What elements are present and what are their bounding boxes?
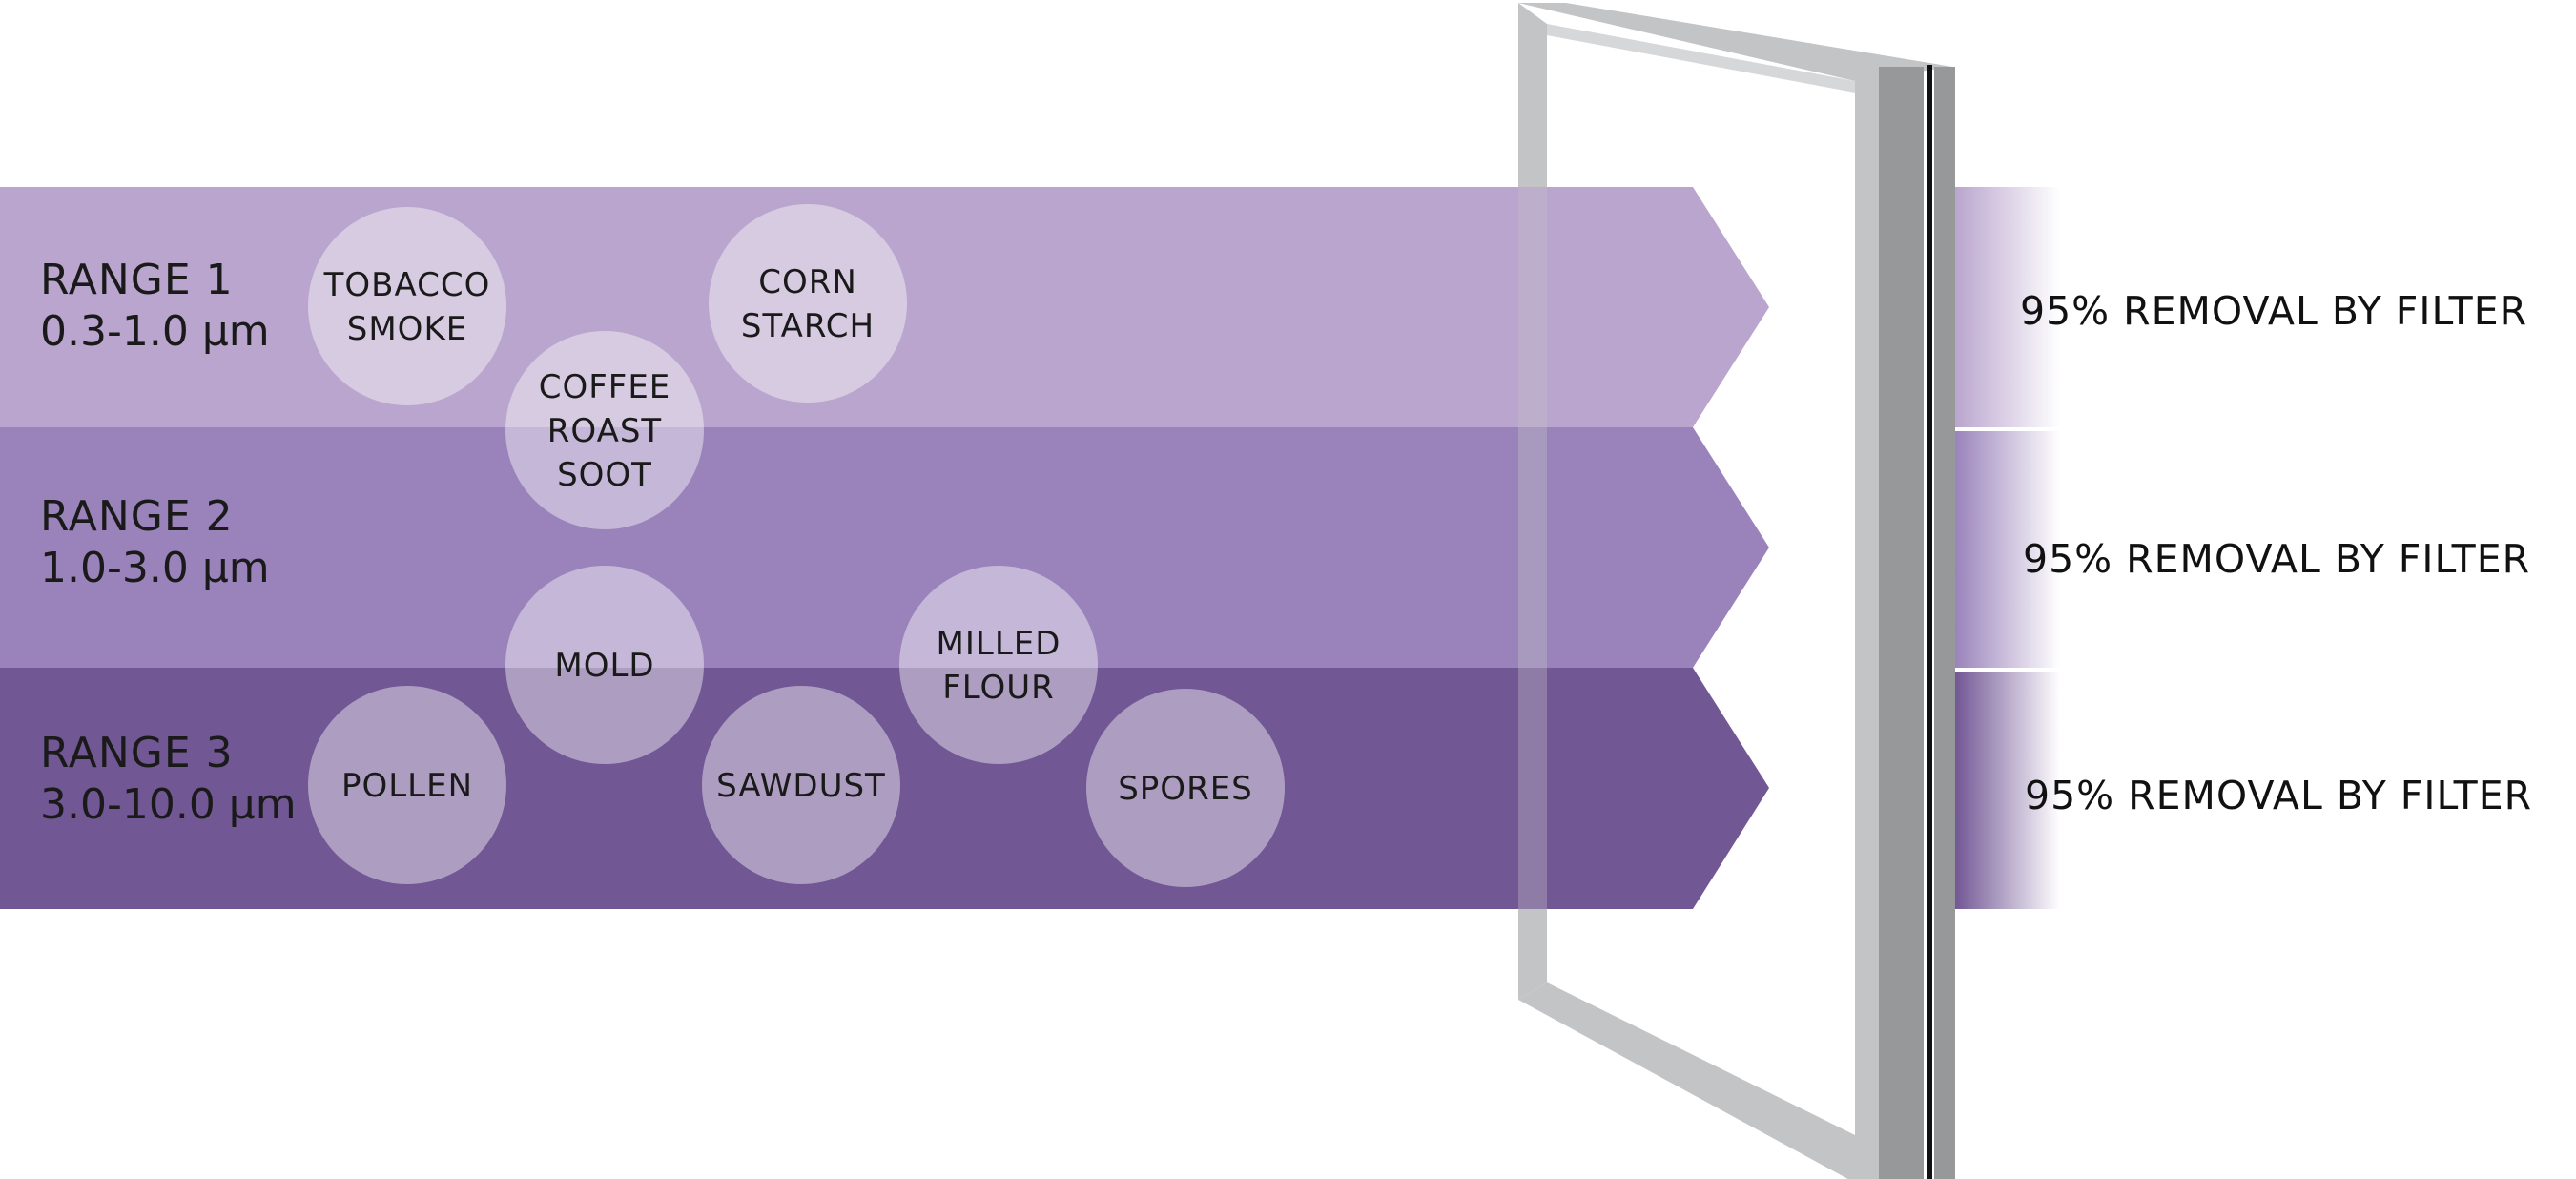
particle-circles: TOBACCO SMOKE CORN STARCH COFFEE ROAST SOOT MOL… (308, 204, 1285, 887)
particle-corn-starch: CORN STARCH (709, 204, 907, 403)
particle-label-line: SMOKE (347, 310, 467, 348)
particle-label-line: SPORES (1118, 770, 1253, 808)
range-2-size: 1.0-3.0 µm (40, 544, 270, 592)
band-range-3 (0, 668, 1769, 909)
post-filter-fades (1955, 187, 2060, 909)
particle-circle (505, 566, 704, 764)
band-range-2 (0, 427, 1769, 668)
particle-tobacco-smoke: TOBACCO SMOKE (308, 207, 506, 405)
particle-coffee-roast-soot: COFFEE ROAST SOOT (505, 331, 704, 529)
particle-circle (308, 686, 506, 884)
particle-pollen: POLLEN (308, 686, 506, 884)
removal-range-2: 95% REMOVAL BY FILTER (2023, 536, 2530, 582)
band-range-1 (0, 187, 1769, 427)
particle-circle (505, 331, 704, 529)
particle-label-line: STARCH (741, 307, 875, 345)
particle-label-line: COFFEE (539, 368, 671, 406)
particle-label-line: SAWDUST (716, 767, 886, 805)
frame-right-edge (1934, 67, 1955, 1179)
filter-frame-front (1518, 65, 1955, 1179)
particle-label-line: POLLEN (341, 767, 473, 805)
range-3-name: RANGE 3 (40, 729, 234, 777)
particle-label-line: FLOUR (942, 669, 1055, 707)
range-1-name: RANGE 1 (40, 256, 234, 304)
particle-circle (308, 207, 506, 405)
range-3-size: 3.0-10.0 µm (40, 780, 297, 829)
particle-label-line: CORN (758, 263, 857, 301)
particle-circle (1086, 689, 1285, 887)
fade-range-2 (1955, 431, 2060, 668)
particle-circle (702, 686, 900, 884)
particle-sawdust: SAWDUST (702, 686, 900, 884)
removal-range-3: 95% REMOVAL BY FILTER (2025, 773, 2532, 818)
particle-mold: MOLD (505, 566, 704, 764)
fade-range-1 (1955, 187, 2060, 427)
particle-circle (709, 204, 907, 403)
range-labels: RANGE 1 0.3-1.0 µm RANGE 2 1.0-3.0 µm RA… (40, 256, 297, 829)
size-range-bands (0, 187, 1769, 909)
frame-inner-top (1547, 24, 1855, 93)
particle-label-line: MOLD (554, 647, 654, 685)
frame-right-light (1855, 67, 1879, 1179)
removal-range-1: 95% REMOVAL BY FILTER (2020, 288, 2527, 334)
particle-label-line: SOOT (557, 456, 652, 494)
particle-circle (899, 566, 1098, 764)
removal-labels: 95% REMOVAL BY FILTER 95% REMOVAL BY FIL… (2020, 288, 2532, 818)
frame-bottom-edge (1518, 982, 1855, 1179)
frame-top-edge (1518, 3, 1952, 81)
frame-right-line (1927, 65, 1932, 1179)
particle-spores: SPORES (1086, 689, 1285, 887)
range-1-size: 0.3-1.0 µm (40, 307, 270, 356)
particle-label-line: MILLED (937, 625, 1061, 663)
particle-label-line: ROAST (547, 412, 662, 450)
fade-range-3 (1955, 672, 2060, 909)
particle-milled-flour: MILLED FLOUR (899, 566, 1098, 764)
range-2-name: RANGE 2 (40, 492, 234, 541)
particle-label-line: TOBACCO (323, 266, 491, 304)
frame-right-dark (1879, 67, 1924, 1179)
frame-front-translucent (1518, 187, 1547, 909)
